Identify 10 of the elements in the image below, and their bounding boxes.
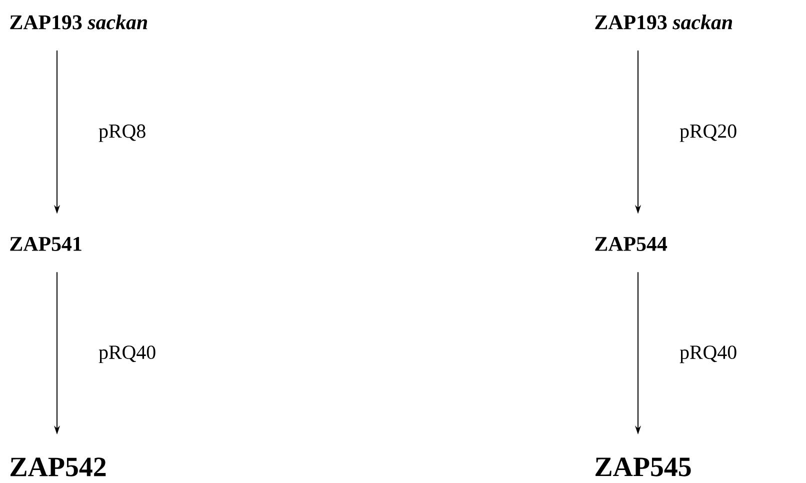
strain-label: ZAP545 (596, 458, 691, 476)
strain-label: ZAP193 sackan (595, 14, 732, 30)
edge-label: pRQ20 (680, 124, 736, 142)
edge-label: pRQ40 (98, 346, 156, 364)
edge-label: pRQ40 (680, 346, 736, 364)
strain-label: ZAP541 (10, 236, 82, 251)
strain-label: ZAP544 (595, 236, 668, 251)
strain-label: ZAP542 (10, 458, 106, 476)
strain-label: ZAP193 sackan (10, 14, 148, 30)
edge-label: pRQ8 (98, 124, 146, 142)
